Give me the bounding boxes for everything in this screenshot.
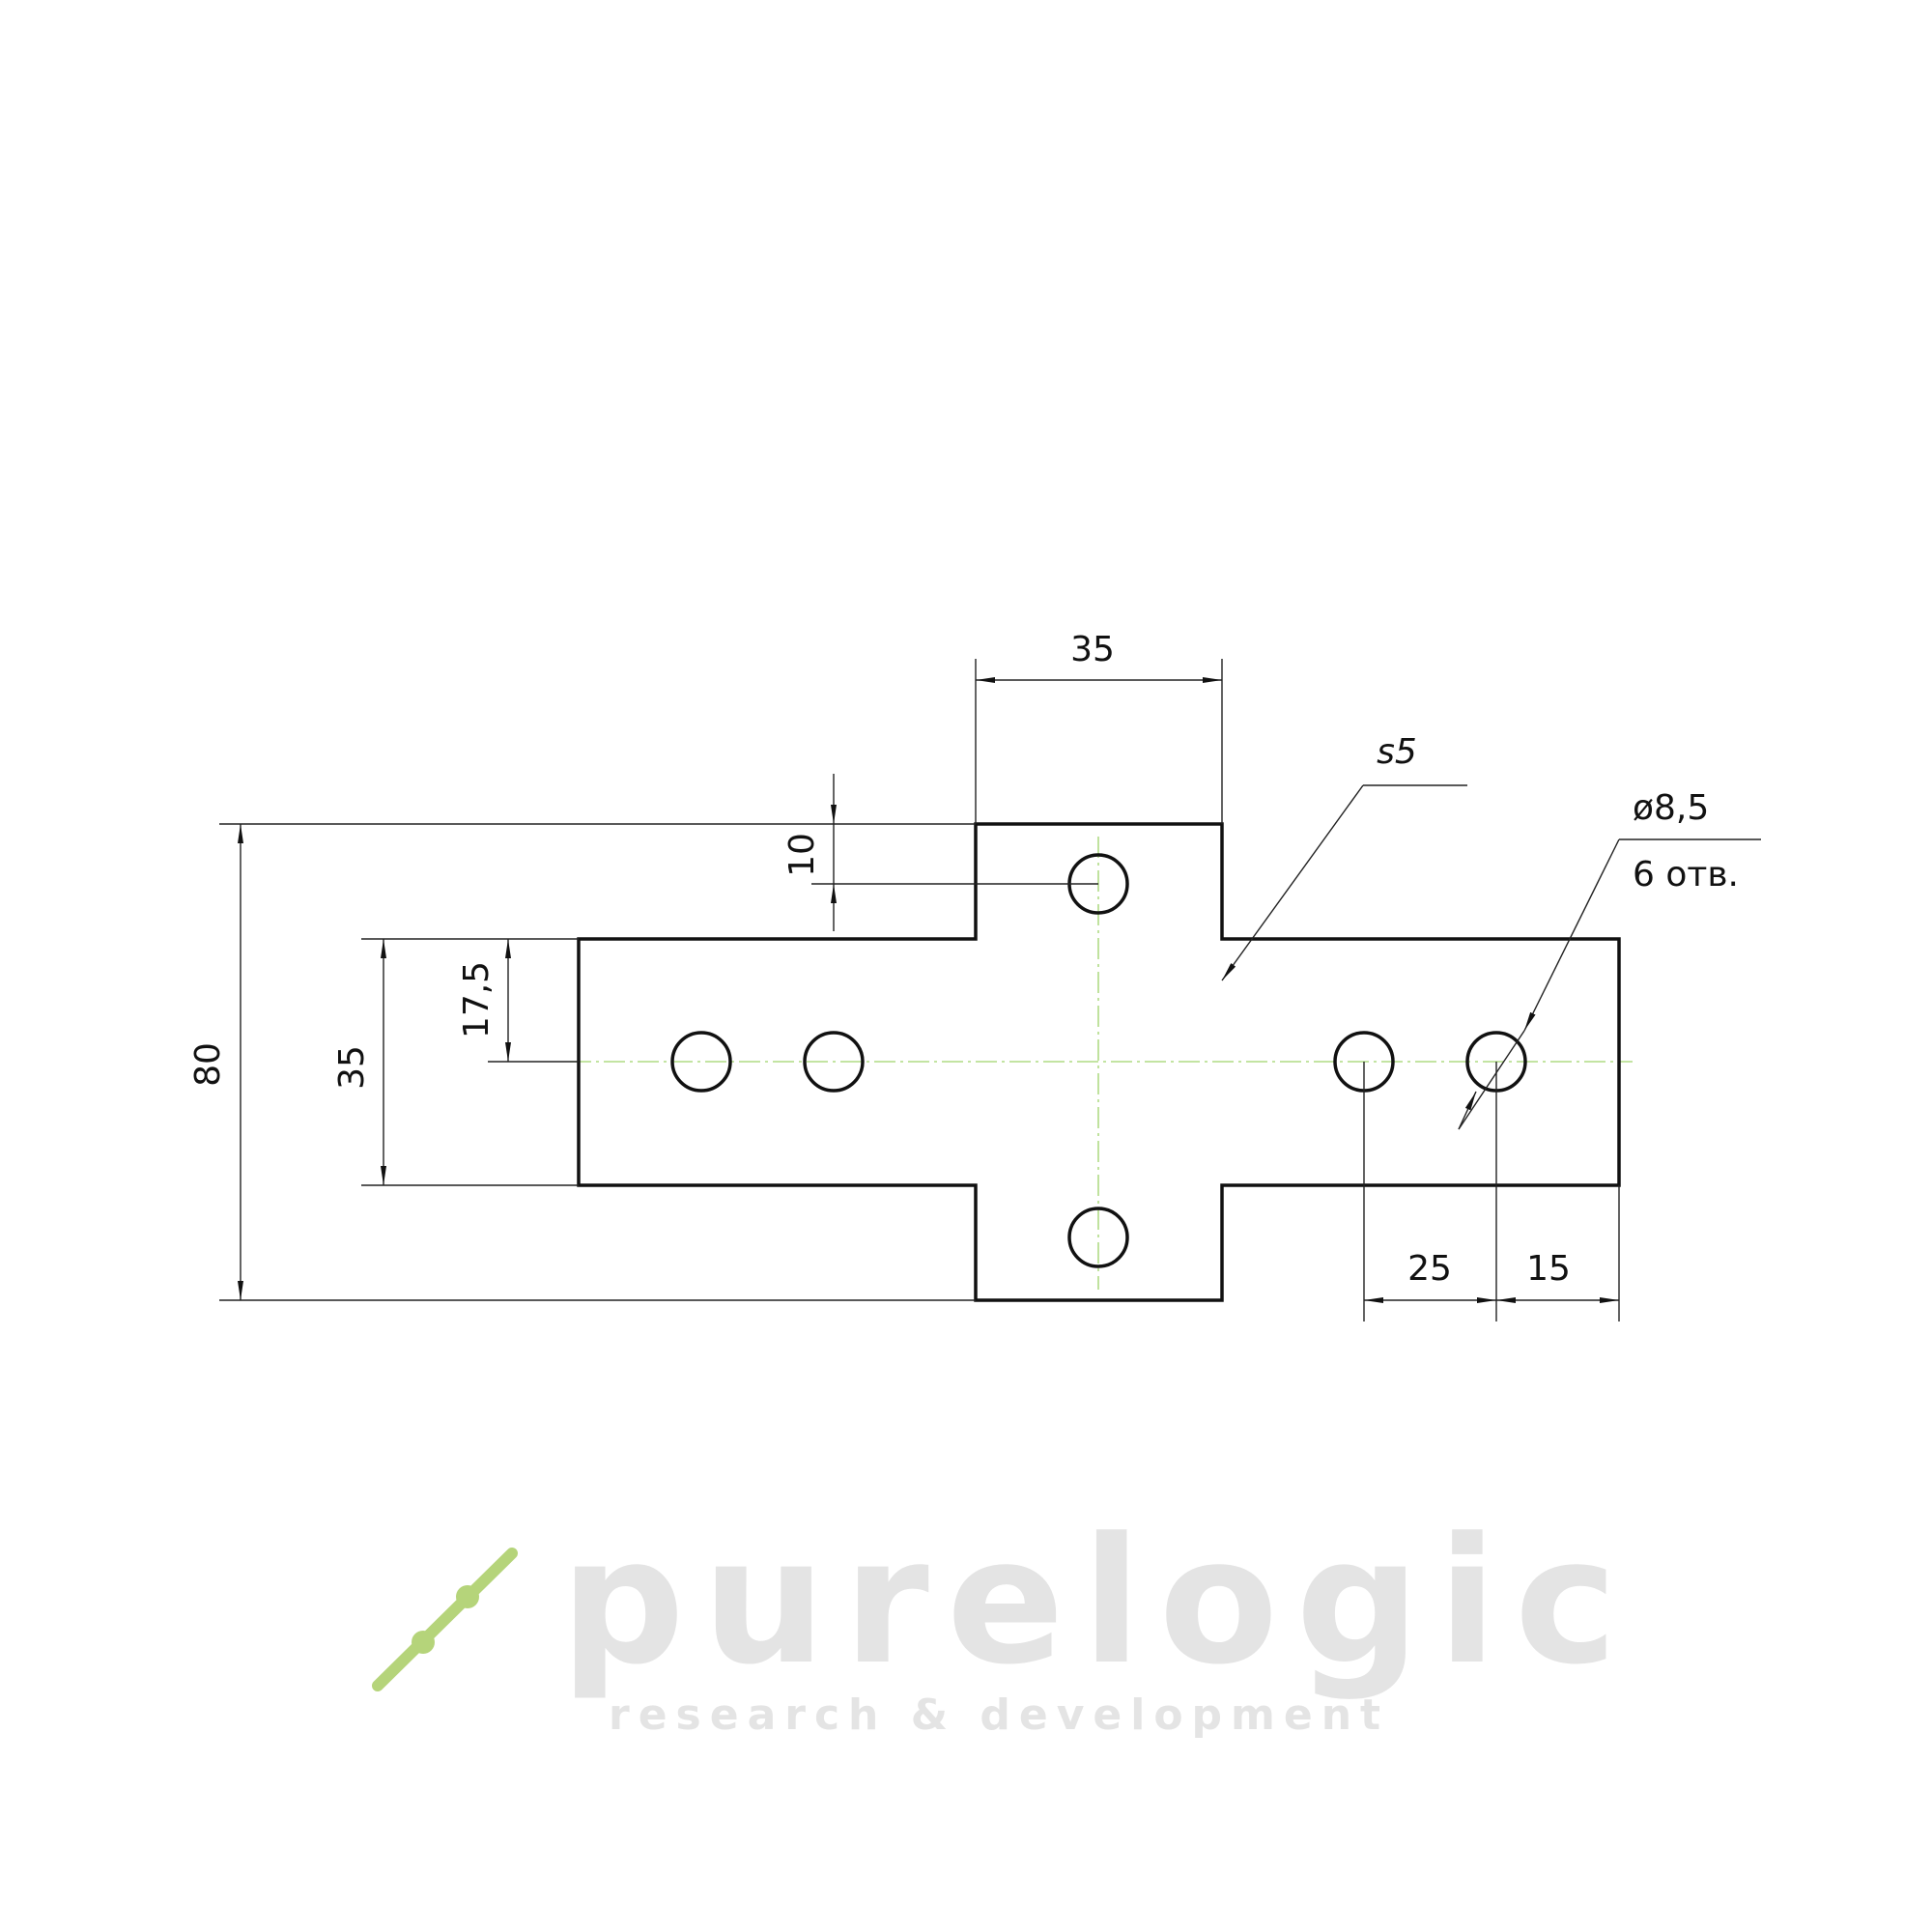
logo-mark-icon [372, 1548, 518, 1691]
dimension-label: 80 [188, 1042, 228, 1087]
watermark-brand: purelogic [560, 1501, 1634, 1703]
dimension-label: 10 [782, 833, 822, 877]
dimension-overall-height: 80 [188, 823, 976, 1301]
dimension-half-band: 17,5 [457, 939, 579, 1063]
dimension-label: 35 [332, 1045, 372, 1090]
thickness-leader: s5 [1221, 732, 1467, 981]
thickness-label: s5 [1377, 732, 1417, 772]
dimension-band-height: 35 [332, 938, 579, 1186]
hole [670, 1031, 732, 1093]
watermark-tagline: research & development [609, 1690, 1389, 1740]
purelogic-watermark: purelogic research & development [372, 1501, 1634, 1740]
dimension-label: 35 [1070, 630, 1115, 669]
dimension-label: 17,5 [457, 961, 497, 1038]
hole [803, 1031, 865, 1093]
dimension-tab-height: 10 [782, 774, 1098, 931]
dimension-label: 15 [1526, 1249, 1571, 1289]
dimension-hole-spacing: 25 15 [1363, 1062, 1620, 1321]
hole-diameter-leader: ø8,5 6 отв. [1458, 788, 1761, 1130]
hole-diameter-label: ø8,5 [1633, 788, 1709, 828]
hole [1067, 1207, 1129, 1268]
dimension-label: 25 [1407, 1249, 1452, 1289]
hole-count-label: 6 отв. [1633, 855, 1739, 895]
dimension-tab-width: 35 [975, 630, 1223, 824]
